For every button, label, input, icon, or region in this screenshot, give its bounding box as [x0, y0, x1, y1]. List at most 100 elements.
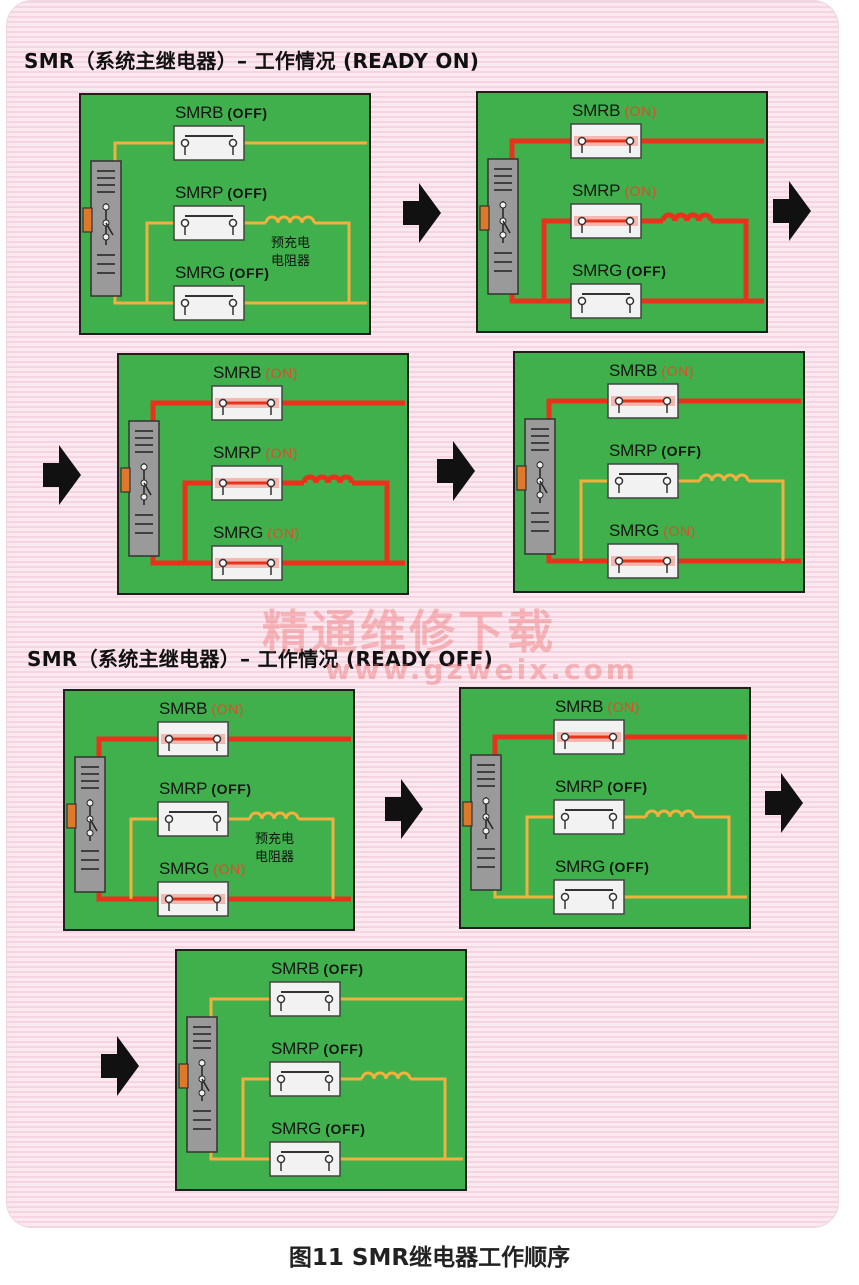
- battery-icon: [82, 160, 122, 297]
- relay-switch-smrp: [157, 801, 229, 837]
- relay-status: (ON): [607, 699, 641, 715]
- relay-switch-smrp: [173, 205, 245, 241]
- relay-switch-smrg: [553, 879, 625, 915]
- circuit-diagram: [462, 719, 747, 915]
- wire-resistor: [314, 221, 351, 303]
- relay-label-smrb: SMRB(OFF): [271, 959, 364, 979]
- relay-status: (OFF): [323, 961, 364, 977]
- relay-status: (OFF): [325, 1121, 366, 1137]
- relay-name: SMRB: [175, 103, 224, 122]
- relay-name: SMRB: [609, 361, 658, 380]
- relay-switch-smrg: [269, 1141, 341, 1177]
- relay-name: SMRP: [572, 181, 621, 200]
- relay-name: SMRB: [572, 101, 621, 120]
- relay-label-smrb: SMRB(OFF): [175, 103, 268, 123]
- relay-name: SMRB: [555, 697, 604, 716]
- relay-label-smrp: SMRP(OFF): [271, 1039, 364, 1059]
- relay-switch-smrb: [173, 125, 245, 161]
- resistor-coil: [660, 212, 714, 222]
- relay-status: (OFF): [609, 859, 650, 875]
- relay-switch-smrb: [607, 383, 679, 419]
- resistor-coil: [360, 1071, 412, 1080]
- wire-resistor: [410, 1077, 447, 1159]
- relay-status: (OFF): [626, 263, 667, 279]
- service-plug-icon: [178, 1063, 189, 1089]
- relay-name: SMRG: [159, 859, 210, 878]
- relay-label-smrb: SMRB(ON): [159, 699, 244, 719]
- battery-icon: [66, 756, 106, 893]
- resistor-label-line: 电阻器: [255, 850, 295, 865]
- relay-name: SMRP: [555, 777, 604, 796]
- resistor-coil: [264, 215, 316, 224]
- relay-switch-smrb: [553, 719, 625, 755]
- service-plug-icon: [120, 467, 131, 493]
- wire-resistor: [298, 817, 335, 899]
- relay-panel-4: SMRB(ON)SMRP(OFF)SMRG(ON): [513, 351, 805, 593]
- service-plug-icon: [516, 465, 527, 491]
- service-plug-icon: [479, 205, 490, 231]
- service-plug-icon: [66, 803, 77, 829]
- sequence-arrow-icon: [437, 441, 475, 501]
- relay-panel-2: SMRB(ON)SMRP(ON)SMRG(OFF): [476, 91, 768, 333]
- relay-status: (OFF): [607, 779, 648, 795]
- watermark-text: 精通维修下载: [262, 605, 556, 659]
- relay-label-smrb: SMRB(ON): [555, 697, 640, 717]
- resistor-label-line: 电阻器: [271, 254, 311, 269]
- section-title-ready-on: SMR（系统主继电器）– 工作情况 (READY ON): [24, 49, 480, 73]
- relay-status: (OFF): [227, 105, 268, 121]
- resistor-coil: [698, 473, 750, 482]
- wire-resistor: [694, 815, 731, 897]
- relay-label-smrp: SMRP(OFF): [555, 777, 648, 797]
- battery-icon: [479, 158, 519, 295]
- relay-switch-smrb: [570, 123, 642, 159]
- relay-switch-smrp: [607, 463, 679, 499]
- relay-status: (ON): [265, 445, 299, 461]
- relay-name: SMRG: [271, 1119, 322, 1138]
- relay-label-smrp: SMRP(ON): [213, 443, 298, 463]
- sequence-arrow-icon: [773, 181, 811, 241]
- relay-switch-smrb: [211, 385, 283, 421]
- battery-icon: [120, 420, 160, 557]
- relay-label-smrg: SMRG(OFF): [175, 263, 270, 283]
- watermark-url: www.gzweix.com: [325, 653, 638, 686]
- circuit-diagram: [82, 125, 367, 321]
- section-title-ready-off: SMR（系统主继电器）– 工作情况 (READY OFF): [27, 647, 494, 671]
- relay-name: SMRG: [572, 261, 623, 280]
- battery-icon: [462, 754, 502, 891]
- precharge-resistor-label: 预充电电阻器: [255, 831, 294, 867]
- relay-label-smrg: SMRG(ON): [213, 523, 300, 543]
- resistor-coil: [301, 474, 355, 484]
- sequence-arrow-icon: [43, 445, 81, 505]
- relay-label-smrb: SMRB(ON): [213, 363, 298, 383]
- relay-status: (ON): [265, 365, 299, 381]
- circuit-diagram: [178, 981, 463, 1177]
- relay-label-smrp: SMRP(OFF): [159, 779, 252, 799]
- relay-status: (ON): [624, 103, 658, 119]
- relay-status: (ON): [624, 183, 658, 199]
- resistor-coil: [644, 809, 696, 818]
- battery-icon: [178, 1016, 218, 1153]
- circuit-diagram: [66, 721, 351, 917]
- relay-name: SMRP: [213, 443, 262, 462]
- precharge-resistor-label: 预充电电阻器: [271, 235, 310, 271]
- service-plug-icon: [82, 207, 93, 233]
- relay-switch-smrg: [157, 881, 229, 917]
- relay-status: (ON): [211, 701, 245, 717]
- resistor-label-line: 预充电: [271, 236, 311, 251]
- resistor-label-line: 预充电: [255, 832, 295, 847]
- relay-status: (ON): [663, 523, 696, 539]
- relay-label-smrg: SMRG(OFF): [271, 1119, 366, 1139]
- relay-name: SMRG: [555, 857, 606, 876]
- relay-panel-7: SMRB(OFF)SMRP(OFF)SMRG(OFF): [175, 949, 467, 1191]
- relay-switch-smrb: [269, 981, 341, 1017]
- relay-status: (OFF): [211, 781, 252, 797]
- relay-switch-smrg: [570, 283, 642, 319]
- relay-label-smrg: SMRG(OFF): [555, 857, 650, 877]
- relay-panel-3: SMRB(ON)SMRP(ON)SMRG(ON): [117, 353, 409, 595]
- sequence-arrow-icon: [101, 1036, 139, 1096]
- relay-label-smrg: SMRG(ON): [609, 521, 696, 541]
- relay-panel-6: SMRB(ON)SMRP(OFF)SMRG(OFF): [459, 687, 751, 929]
- relay-name: SMRB: [159, 699, 208, 718]
- relay-name: SMRP: [159, 779, 208, 798]
- resistor-coil: [248, 811, 300, 820]
